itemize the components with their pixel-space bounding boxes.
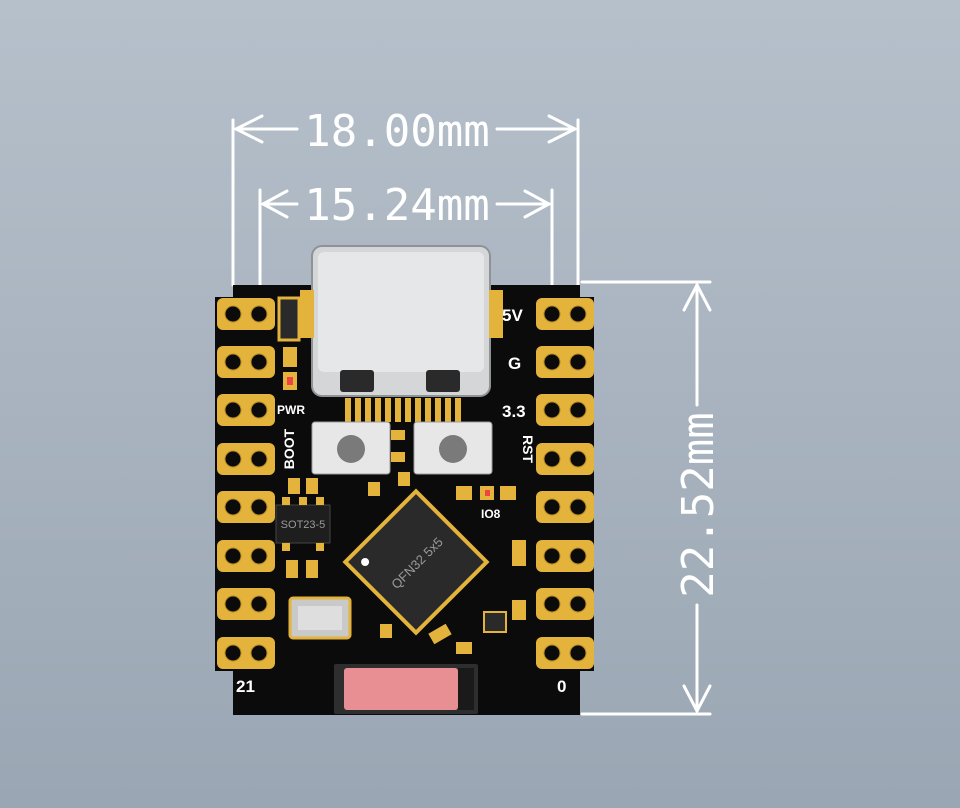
regulator-marking: SOT23-5	[281, 519, 326, 531]
right-pin-holes	[543, 305, 587, 662]
label-pwr: PWR	[277, 403, 305, 417]
antenna	[334, 664, 478, 714]
label-pin-0: 0	[557, 677, 566, 696]
outer-width-dimension	[231, 114, 580, 287]
button-side-pads	[391, 430, 405, 462]
crystal	[288, 596, 352, 640]
reset-button	[413, 421, 493, 475]
inner-width-dimension	[258, 188, 554, 287]
label-rst: RST	[520, 435, 536, 463]
boot-button	[311, 421, 391, 475]
usb-c-contact-pads	[345, 398, 461, 422]
label-5v: 5V	[502, 306, 523, 325]
top-left-components	[277, 296, 301, 390]
left-pin-holes	[224, 305, 268, 662]
inner-width-label: 15.24mm	[304, 180, 489, 231]
left-middle-components	[286, 472, 410, 578]
label-io8: IO8	[481, 507, 501, 521]
label-pin-21: 21	[236, 677, 255, 696]
label-g: G	[508, 354, 521, 373]
right-middle-components	[380, 486, 526, 654]
mcu-chip: QFN32 5x5	[342, 488, 490, 636]
height-dimension	[580, 280, 712, 716]
outer-width-label: 18.00mm	[304, 106, 489, 157]
usb-c-connector	[300, 245, 503, 397]
label-boot: BOOT	[281, 428, 297, 469]
label-3v3: 3.3	[502, 402, 526, 421]
height-label: 22.52mm	[673, 412, 724, 597]
regulator-chip: SOT23-5	[275, 497, 331, 551]
